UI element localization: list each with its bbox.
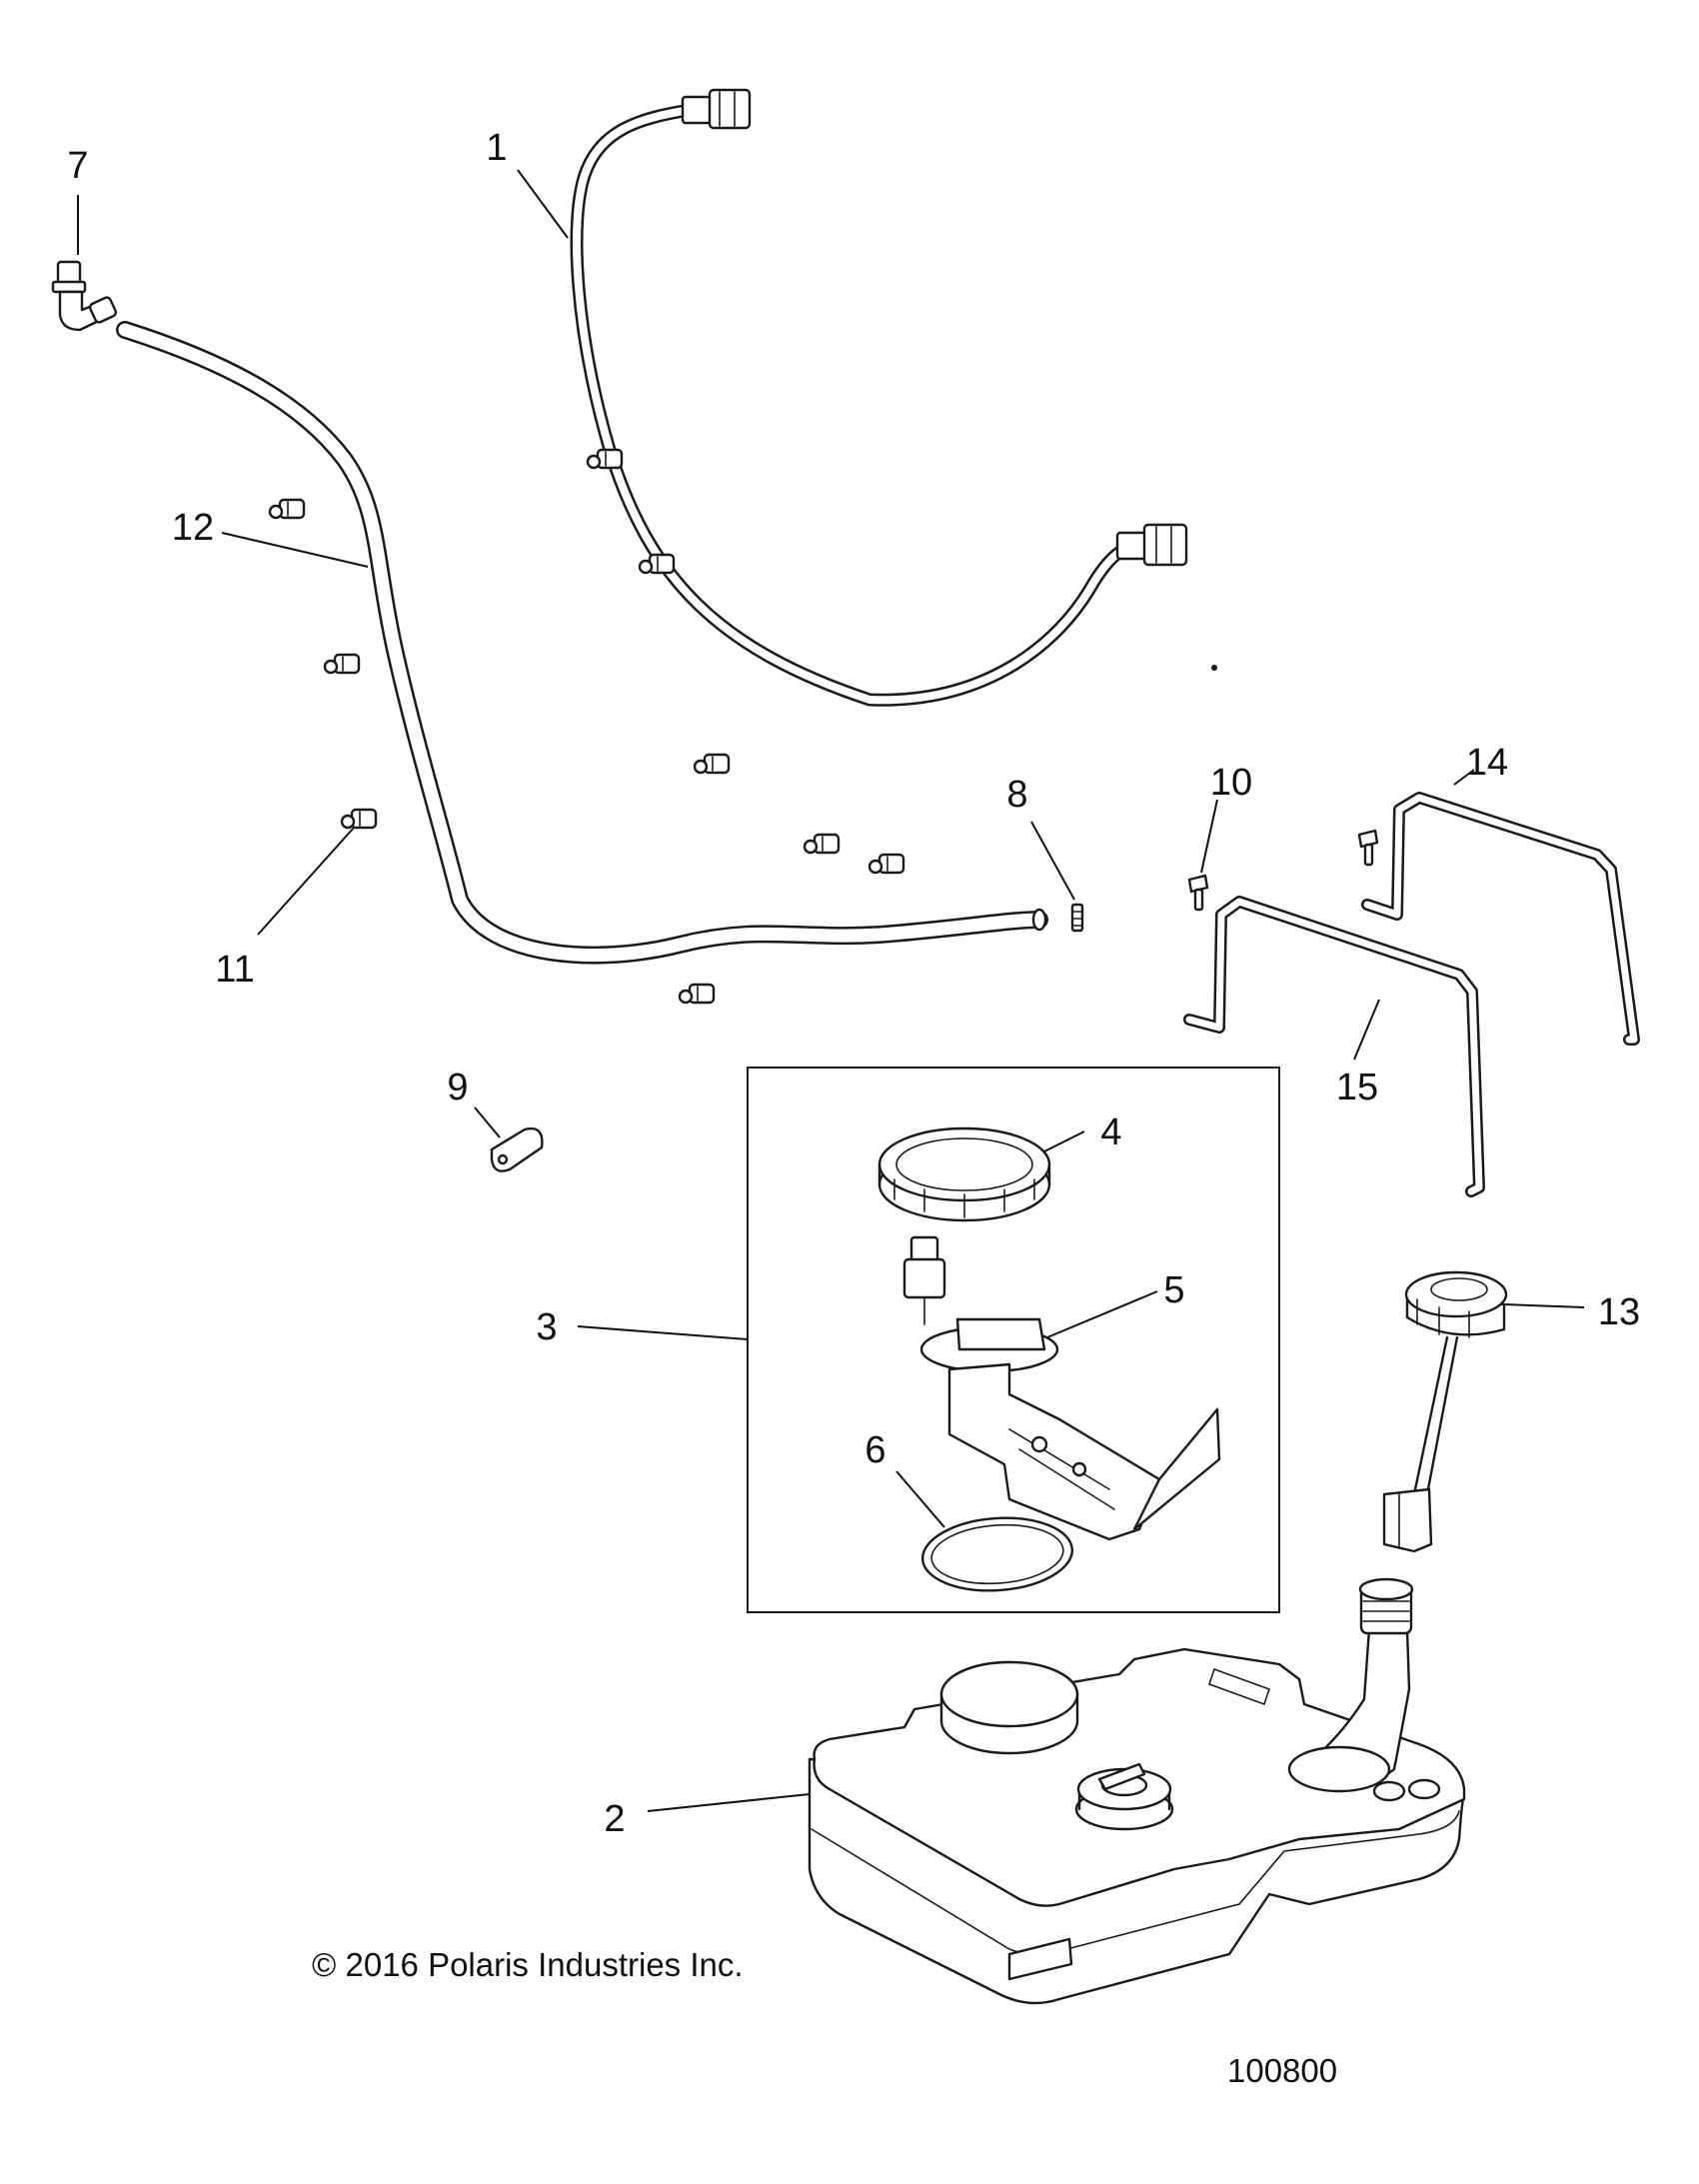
- fuel-line-end-connector: [1115, 523, 1188, 567]
- part-7-vent-fitting: [51, 260, 118, 332]
- part-1-fuel-line: [570, 88, 1188, 707]
- leader-1: [517, 169, 569, 239]
- clip-6: [693, 753, 731, 775]
- part-13-fuel-cap: [1382, 1270, 1508, 1553]
- clip-5: [638, 553, 676, 575]
- clip-7: [803, 833, 841, 855]
- callout-1: 1: [486, 127, 507, 169]
- fuel-line-top-connector: [681, 88, 752, 130]
- leader-2: [647, 1793, 811, 1812]
- part-14-screw: [1357, 829, 1379, 867]
- leader-9: [474, 1106, 501, 1138]
- leader-6: [895, 1470, 945, 1528]
- callout-2: 2: [604, 1798, 625, 1840]
- marker-dot: [1211, 665, 1217, 671]
- clip-1: [268, 498, 306, 520]
- clip-4: [586, 448, 624, 470]
- callout-14: 14: [1466, 742, 1508, 784]
- leader-4: [1043, 1130, 1085, 1152]
- leader-lines: [77, 169, 1585, 1812]
- part-9-p-clamp: [490, 1126, 544, 1172]
- leader-13: [1503, 1303, 1585, 1308]
- figure-number: 100800: [1227, 2052, 1337, 2089]
- leader-14: [1453, 769, 1475, 786]
- part-14-tank-strap: [1361, 792, 1640, 1046]
- callout-10: 10: [1210, 762, 1252, 804]
- leader-3: [577, 1325, 749, 1340]
- part-4-lock-ring: [877, 1126, 1051, 1222]
- leader-8: [1030, 821, 1075, 901]
- leader-5: [1046, 1290, 1158, 1338]
- clip-2: [323, 653, 361, 675]
- callout-11: 11: [215, 949, 254, 991]
- callout-5: 5: [1163, 1269, 1184, 1311]
- callout-8: 8: [1006, 774, 1027, 816]
- copyright-text: © 2016 Polaris Industries Inc.: [312, 1946, 744, 1983]
- clip-8: [867, 853, 905, 875]
- leader-11: [257, 827, 355, 936]
- hose-clips: [268, 448, 905, 1005]
- callout-13: 13: [1598, 1291, 1640, 1333]
- part-2-fuel-tank: [808, 1577, 1466, 2005]
- clip-3: [340, 808, 378, 830]
- clip-9: [678, 983, 716, 1005]
- callout-numbers: 1 2 3 4 5 6 7 8 9 10 11 12 13 14 15: [67, 127, 1640, 1840]
- leader-10: [1200, 799, 1218, 874]
- part-12-vent-hose: [116, 321, 1048, 965]
- part-8-clip: [1070, 903, 1084, 933]
- part-3-assembly-box: [747, 1067, 1280, 1613]
- part-10-screw: [1187, 874, 1209, 912]
- callout-6: 6: [864, 1429, 885, 1471]
- callout-15: 15: [1336, 1067, 1378, 1108]
- part-6-o-ring: [920, 1516, 1074, 1592]
- part-15-tank-strap: [1183, 896, 1485, 1197]
- part-5-fuel-pump: [902, 1235, 1221, 1541]
- callout-9: 9: [447, 1067, 468, 1108]
- leader-12: [221, 532, 369, 568]
- callout-12: 12: [172, 507, 214, 549]
- callout-3: 3: [536, 1306, 557, 1348]
- callout-4: 4: [1100, 1111, 1121, 1153]
- callout-7: 7: [67, 145, 88, 187]
- leader-15: [1353, 999, 1380, 1061]
